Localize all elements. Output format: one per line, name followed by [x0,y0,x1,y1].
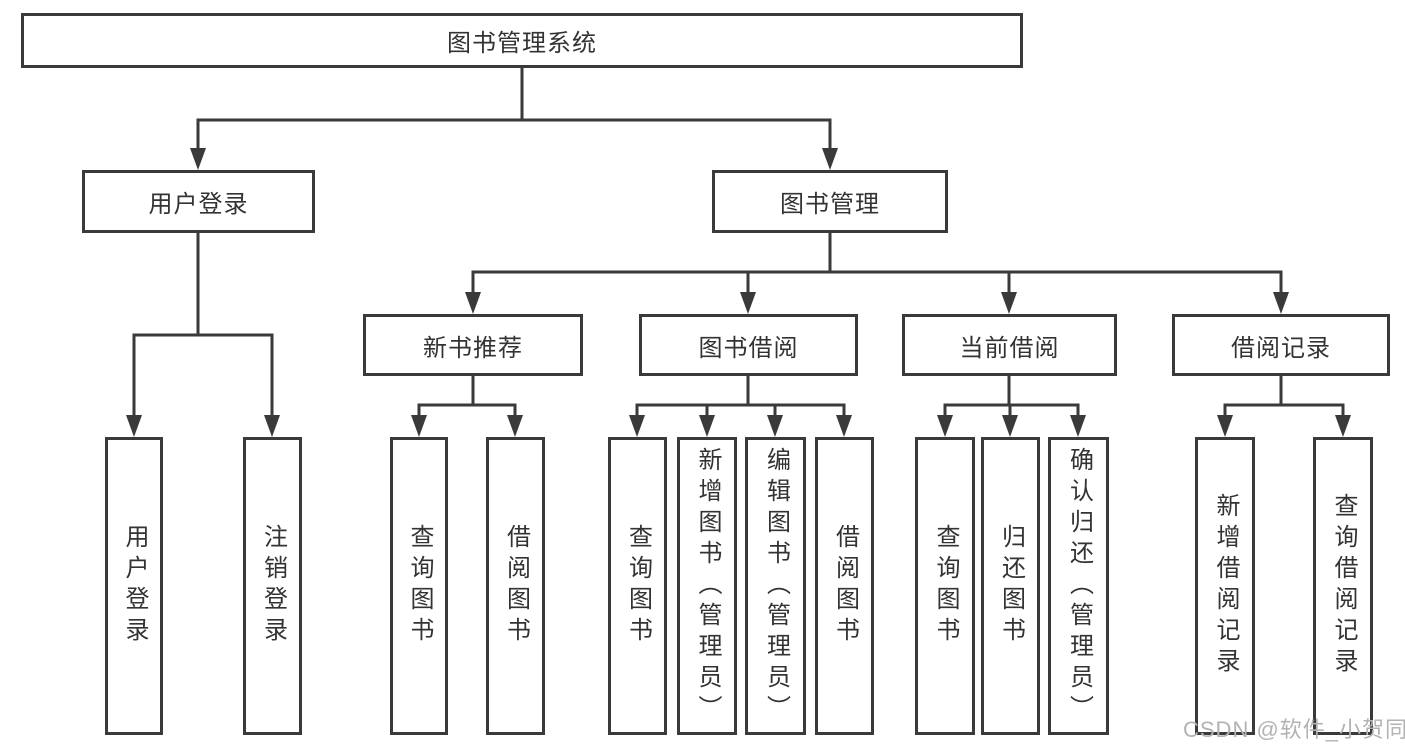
leaf-query-books-recommendation: 查询图书 [390,437,448,735]
node-book-borrowing: 图书借阅 [639,314,858,376]
node-library-management-system: 图书管理系统 [21,13,1023,68]
arrowheads [126,148,1351,437]
leaf-logout: 注销登录 [243,437,302,735]
leaf-query-books-borrowing: 查询图书 [608,437,667,735]
csdn-watermark: CSDN @软件_小贺同学 [1183,717,1405,742]
leaf-add-borrow-record: 新增借阅记录 [1195,437,1255,735]
leaf-return-books: 归还图书 [981,437,1040,735]
tree-edges [132,68,1345,417]
node-borrowing-records: 借阅记录 [1172,314,1390,376]
leaf-query-borrow-record: 查询借阅记录 [1313,437,1373,735]
node-new-book-recommendation: 新书推荐 [363,314,583,376]
leaf-confirm-return-admin: 确认归还（管理员） [1048,437,1109,735]
leaf-add-book-admin: 新增图书（管理员） [677,437,737,735]
leaf-query-books-current: 查询图书 [915,437,975,735]
node-current-borrowing: 当前借阅 [902,314,1117,376]
node-user-login: 用户登录 [82,170,315,233]
leaf-borrow-books-borrowing: 借阅图书 [815,437,874,735]
node-book-management: 图书管理 [712,170,948,233]
leaf-edit-book-admin: 编辑图书（管理员） [745,437,806,735]
leaf-user-login: 用户登录 [105,437,163,735]
leaf-borrow-books-recommendation: 借阅图书 [486,437,545,735]
